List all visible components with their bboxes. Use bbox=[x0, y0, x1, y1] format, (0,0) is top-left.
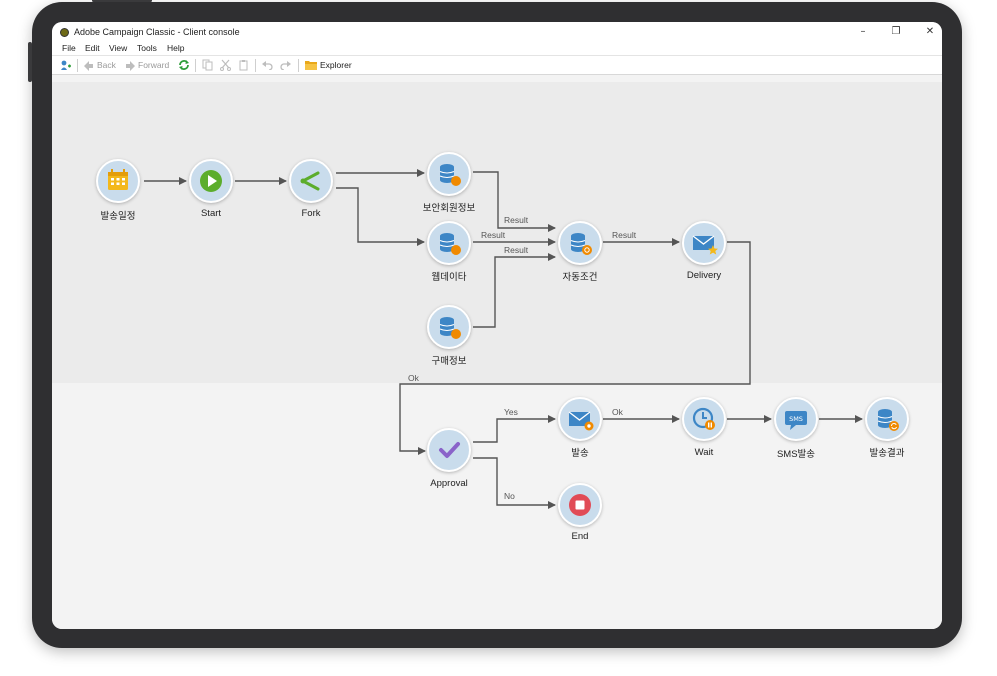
workflow-canvas-upper[interactable] bbox=[52, 82, 942, 383]
redo-icon bbox=[280, 61, 291, 70]
folder-icon bbox=[305, 61, 317, 70]
start-activity[interactable] bbox=[189, 159, 233, 203]
node-label: 보안회원정보 bbox=[422, 203, 476, 214]
transition-label: Result bbox=[481, 230, 506, 240]
menu-tools[interactable]: Tools bbox=[137, 43, 157, 53]
toolbar: Back Forward Explorer bbox=[52, 55, 942, 75]
menu-help[interactable]: Help bbox=[167, 43, 185, 53]
toolbar-separator bbox=[298, 59, 299, 72]
email-star-icon bbox=[692, 235, 718, 255]
node-label: 발송결과 bbox=[869, 448, 905, 459]
forward-button[interactable]: Forward bbox=[138, 60, 170, 70]
node-label: 자동조건 bbox=[562, 272, 598, 283]
top-button bbox=[92, 0, 152, 2]
title-bar: Adobe Campaign Classic - Client console … bbox=[52, 22, 942, 42]
node-label: 발송일정 bbox=[100, 211, 136, 222]
link-q3-union bbox=[473, 253, 556, 328]
back-arrow-icon bbox=[84, 61, 93, 71]
node-label: 웹데이타 bbox=[431, 272, 467, 283]
transition-label: No bbox=[504, 491, 515, 501]
checkmark-icon bbox=[439, 442, 460, 458]
database-union-icon bbox=[570, 233, 592, 255]
copy-icon bbox=[202, 59, 213, 71]
node-label: Delivery bbox=[686, 270, 722, 281]
toolbar-separator bbox=[195, 59, 196, 72]
fork-activity[interactable] bbox=[289, 159, 333, 203]
transition-label: Result bbox=[612, 230, 637, 240]
node-label: SMS발송 bbox=[776, 449, 816, 460]
menu-bar: File Edit View Tools Help bbox=[52, 42, 942, 55]
node-label: 발송 bbox=[571, 448, 589, 459]
svg-text:SMS: SMS bbox=[789, 415, 803, 423]
end-activity[interactable] bbox=[558, 483, 602, 527]
node-label: End bbox=[571, 531, 589, 542]
menu-view[interactable]: View bbox=[109, 43, 128, 53]
minimize-button[interactable]: – bbox=[860, 26, 866, 37]
connect-user-icon[interactable] bbox=[60, 59, 72, 71]
toolbar-separator bbox=[255, 59, 256, 72]
union-activity[interactable] bbox=[558, 221, 602, 265]
maximize-button[interactable]: ❐ bbox=[891, 26, 901, 37]
scheduler-activity[interactable] bbox=[96, 159, 140, 203]
node-label: Approval bbox=[430, 478, 468, 489]
stop-icon bbox=[569, 494, 591, 516]
transition-label: Ok bbox=[612, 407, 623, 417]
app-logo-icon bbox=[60, 28, 69, 37]
link-delivery-approval bbox=[399, 241, 751, 455]
workflow-transitions bbox=[144, 169, 863, 509]
cut-icon bbox=[220, 59, 231, 71]
menu-edit[interactable]: Edit bbox=[85, 43, 100, 53]
paste-icon bbox=[239, 60, 248, 71]
email-gear-icon bbox=[568, 411, 594, 431]
node-label: Fork bbox=[301, 208, 321, 219]
play-icon bbox=[200, 170, 222, 192]
node-label: 구매정보 bbox=[431, 356, 467, 367]
close-button[interactable]: ✕ bbox=[925, 26, 935, 37]
link-approval-end bbox=[473, 457, 556, 509]
menu-file[interactable]: File bbox=[62, 43, 76, 53]
result-activity[interactable] bbox=[865, 397, 909, 441]
link-q1-union bbox=[473, 171, 556, 232]
database-icon bbox=[439, 164, 461, 186]
query-activity-2[interactable] bbox=[427, 221, 471, 265]
database-icon bbox=[439, 233, 461, 255]
wait-activity[interactable] bbox=[682, 397, 726, 441]
transition-label: Yes bbox=[504, 407, 518, 417]
undo-icon bbox=[262, 61, 273, 70]
explorer-button[interactable]: Explorer bbox=[320, 60, 352, 70]
node-label: Wait bbox=[694, 447, 714, 458]
database-refresh-icon bbox=[877, 409, 899, 431]
refresh-icon[interactable] bbox=[178, 59, 190, 71]
link-fork-q2 bbox=[336, 187, 425, 246]
calendar-icon bbox=[108, 169, 128, 190]
forward-arrow-icon bbox=[126, 61, 135, 71]
transition-label: Result bbox=[504, 245, 529, 255]
sms-bubble-icon: SMS bbox=[785, 411, 807, 430]
side-button bbox=[28, 42, 32, 82]
send-activity[interactable] bbox=[558, 397, 602, 441]
toolbar-separator bbox=[77, 59, 78, 72]
back-button[interactable]: Back bbox=[97, 60, 116, 70]
fork-icon bbox=[300, 171, 320, 191]
sms-activity[interactable]: SMS bbox=[774, 397, 818, 441]
link-approval-send bbox=[473, 415, 556, 443]
transition-label: Result bbox=[504, 215, 529, 225]
app-window: Adobe Campaign Classic - Client console … bbox=[52, 22, 942, 629]
transition-label: Ok bbox=[408, 373, 419, 383]
approval-activity[interactable] bbox=[427, 428, 471, 472]
database-icon bbox=[439, 317, 461, 339]
query-activity-3[interactable] bbox=[427, 305, 471, 349]
window-title: Adobe Campaign Classic - Client console bbox=[74, 27, 240, 37]
query-activity-1[interactable] bbox=[427, 152, 471, 196]
clock-pause-icon bbox=[692, 407, 715, 430]
node-label: Start bbox=[200, 208, 222, 219]
delivery-activity[interactable] bbox=[682, 221, 726, 265]
